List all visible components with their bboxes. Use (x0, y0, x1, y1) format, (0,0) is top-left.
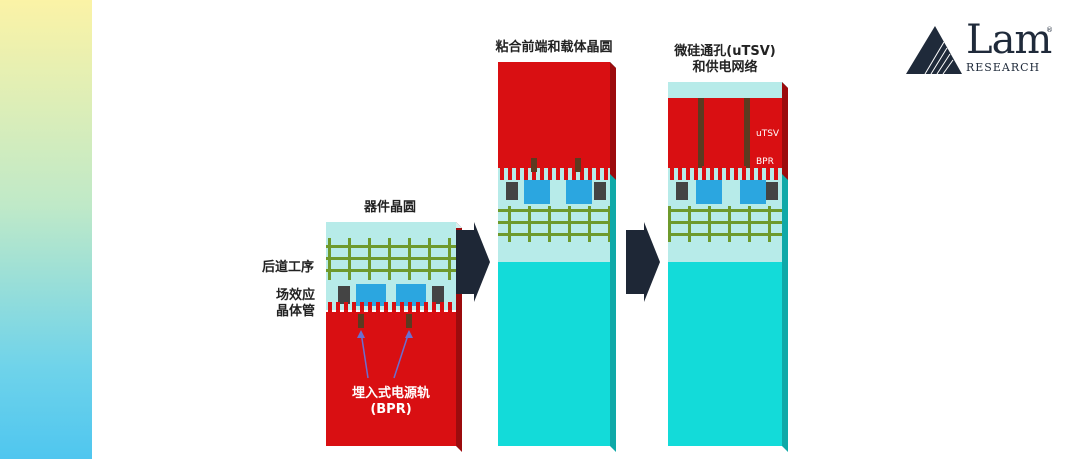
process-arrow-2 (626, 222, 660, 302)
utsv-title-line2: 和供电网络 (692, 60, 758, 75)
process-arrow-1 (456, 222, 490, 302)
device-beol-layer (326, 238, 456, 280)
bpr-label-line1: 埋入式电源轨 (351, 386, 430, 401)
fet-label-line2: 晶体管 (276, 304, 316, 319)
device-wafer-title: 器件晶圆 (363, 200, 416, 215)
utsv-via-1 (698, 98, 704, 170)
fet-label-line1: 场效应 (276, 288, 316, 303)
utsv-label: uTSV (756, 129, 780, 139)
lam-registered-mark: ® (1046, 26, 1053, 34)
bonded-carrier-wafer (498, 62, 610, 172)
beol-label: 后道工序 (262, 260, 315, 275)
device-substrate (326, 312, 456, 446)
device-wafer-stack (326, 222, 462, 452)
bonded-title: 粘合前端和载体晶圆 (495, 40, 613, 55)
bpr-small-label: BPR (756, 157, 774, 167)
utsv-bottom-wafer (668, 262, 782, 446)
lam-logo-subtext: RESEARCH (966, 61, 1041, 74)
utsv-via-2 (744, 98, 750, 170)
bonded-bottom-wafer (498, 262, 610, 446)
utsv-thinned-wafer (668, 98, 782, 172)
utsv-wafer-stack (668, 82, 788, 452)
bpr-label-line2: (BPR) (370, 402, 412, 417)
lam-logo-text: Lam (966, 17, 1052, 63)
left-gradient-bar (0, 0, 92, 459)
utsv-title-line1: 微硅通孔(uTSV) (674, 44, 776, 59)
bonded-wafer-stack (498, 62, 616, 452)
lam-logo-mark (906, 26, 962, 75)
